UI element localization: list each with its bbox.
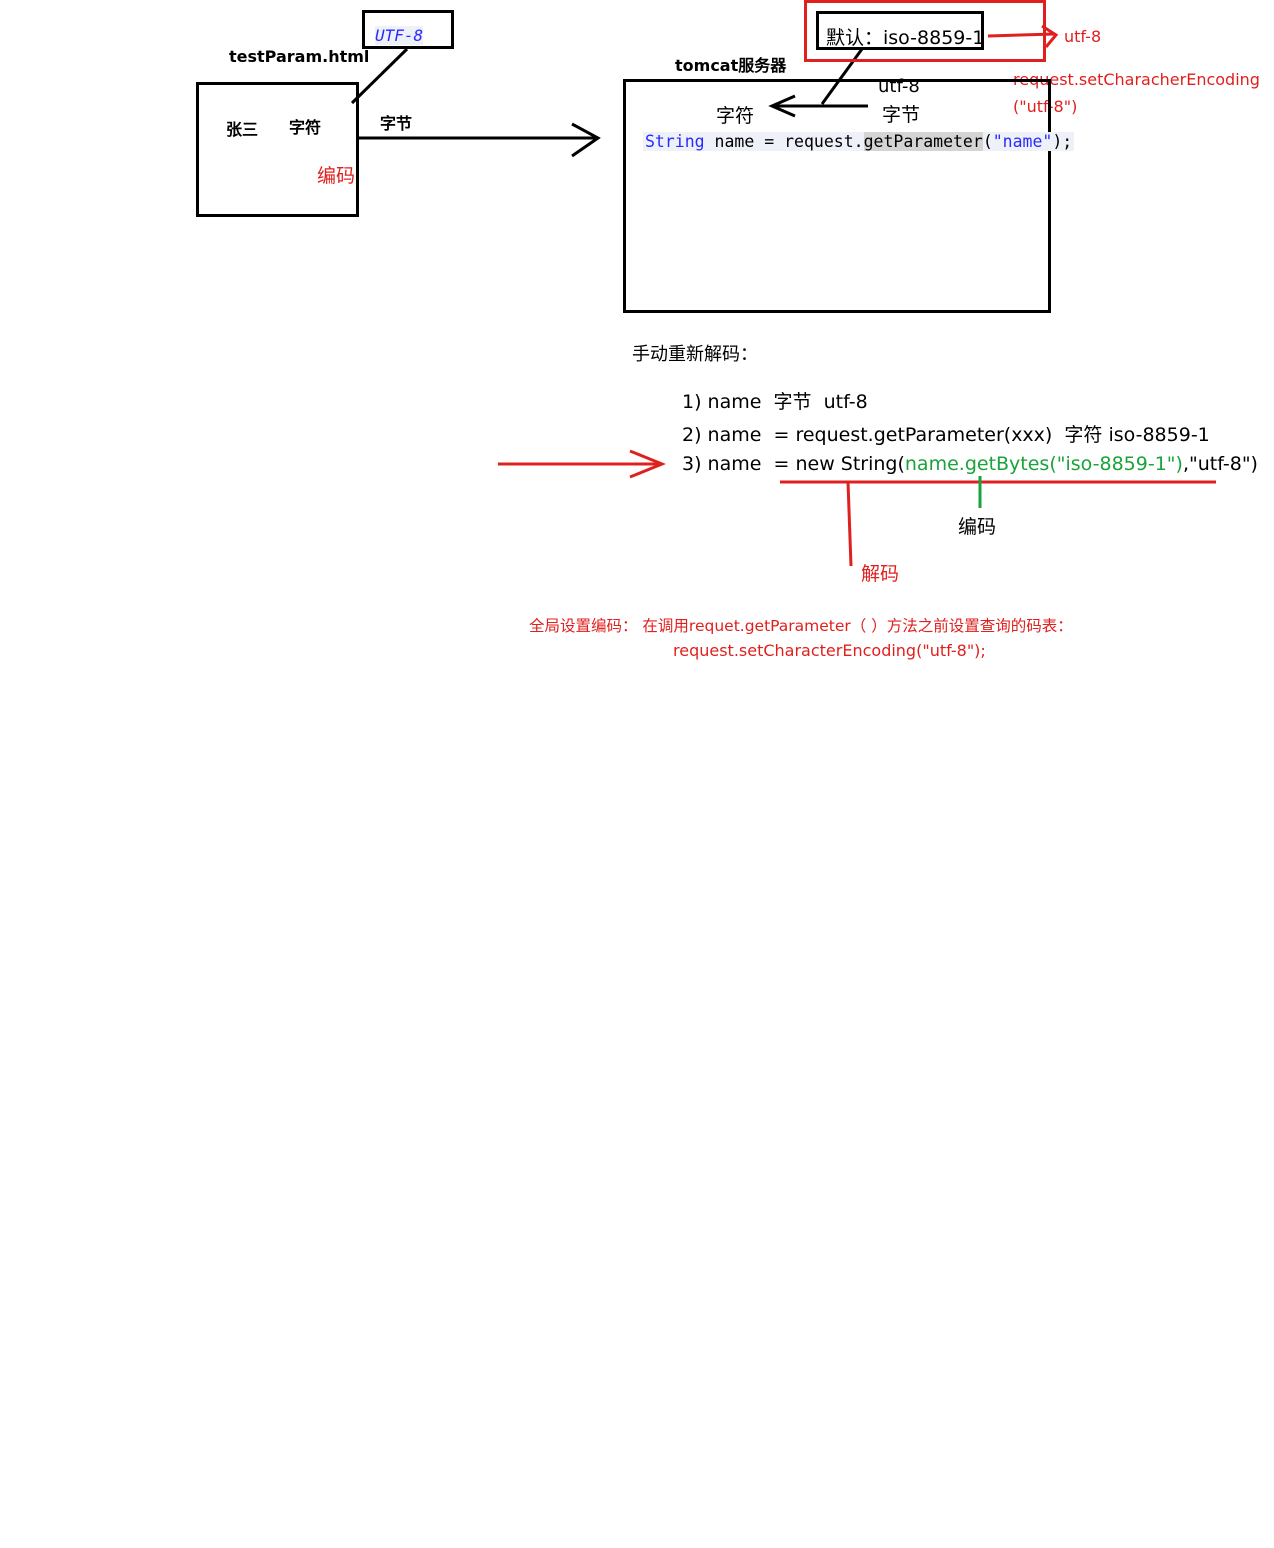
transfer-bytes-label: 字节 <box>380 114 413 133</box>
set-encoding-line2: ("utf-8") <box>1013 97 1078 116</box>
charset-label: UTF-8 <box>375 26 424 45</box>
server-title: tomcat服务器 <box>675 56 787 75</box>
step3-part-b: name.getBytes("iso-8859-1") <box>904 453 1183 475</box>
default-encoding-box <box>816 11 984 50</box>
server-code-line: String name = request.getParameter("name… <box>643 132 1075 151</box>
code-obj: request. <box>784 132 864 151</box>
code-method: getParameter <box>863 132 983 151</box>
global-note-line2: request.setCharacterEncoding("utf-8"); <box>673 641 986 660</box>
browser-file-label: testParam.html <box>229 47 370 66</box>
override-arrowhead <box>1041 24 1059 48</box>
charset-box <box>362 10 454 49</box>
server-box <box>623 79 1051 313</box>
browser-encode-label: 编码 <box>317 165 356 187</box>
bytes-transfer-arrowhead <box>571 122 601 158</box>
step3-part-a: 3) name = new String( <box>682 453 905 475</box>
manual-heading: 手动重新解码： <box>632 344 758 365</box>
charset-pointer-line <box>350 47 409 105</box>
decode-arrowhead <box>768 94 796 118</box>
step3-part-c: ,"utf-8") <box>1182 453 1258 475</box>
manual-step3: 3) name = new String(name.getBytes("iso-… <box>682 453 1258 475</box>
server-chars-label: 字符 <box>716 105 755 127</box>
code-var: name <box>714 132 755 151</box>
override-encoding-label: utf-8 <box>1064 27 1102 46</box>
input-value: 张三 <box>226 120 259 139</box>
code-arg: "name" <box>992 132 1053 151</box>
code-open: ( <box>982 132 993 151</box>
browser-box <box>196 82 359 217</box>
server-bytes-encoding: utf-8 <box>878 76 920 97</box>
code-eq: = <box>764 132 775 151</box>
default-encoding-label: 默认：iso-8859-1 <box>826 27 985 49</box>
manual-step2: 2) name = request.getParameter(xxx) 字符 i… <box>682 424 1210 446</box>
decode-pointer-line <box>846 481 853 567</box>
server-bytes-label: 字节 <box>882 104 921 126</box>
manual-encode-label: 编码 <box>958 516 997 538</box>
manual-decode-label: 解码 <box>861 563 900 585</box>
code-close: ); <box>1052 132 1073 151</box>
manual-step1: 1) name 字节 utf-8 <box>682 391 868 413</box>
global-note-line1: 全局设置编码： 在调用requet.getParameter（ ）方法之前设置查… <box>529 617 1073 635</box>
code-type: String <box>645 132 705 151</box>
browser-chars-label: 字符 <box>289 118 322 137</box>
encoding-highlight-box <box>804 0 1046 62</box>
set-encoding-line1: request.setCharacherEncoding <box>1013 70 1260 89</box>
step3-pointer-arrowhead <box>629 449 666 479</box>
default-encoding-pointer-line <box>820 48 864 105</box>
